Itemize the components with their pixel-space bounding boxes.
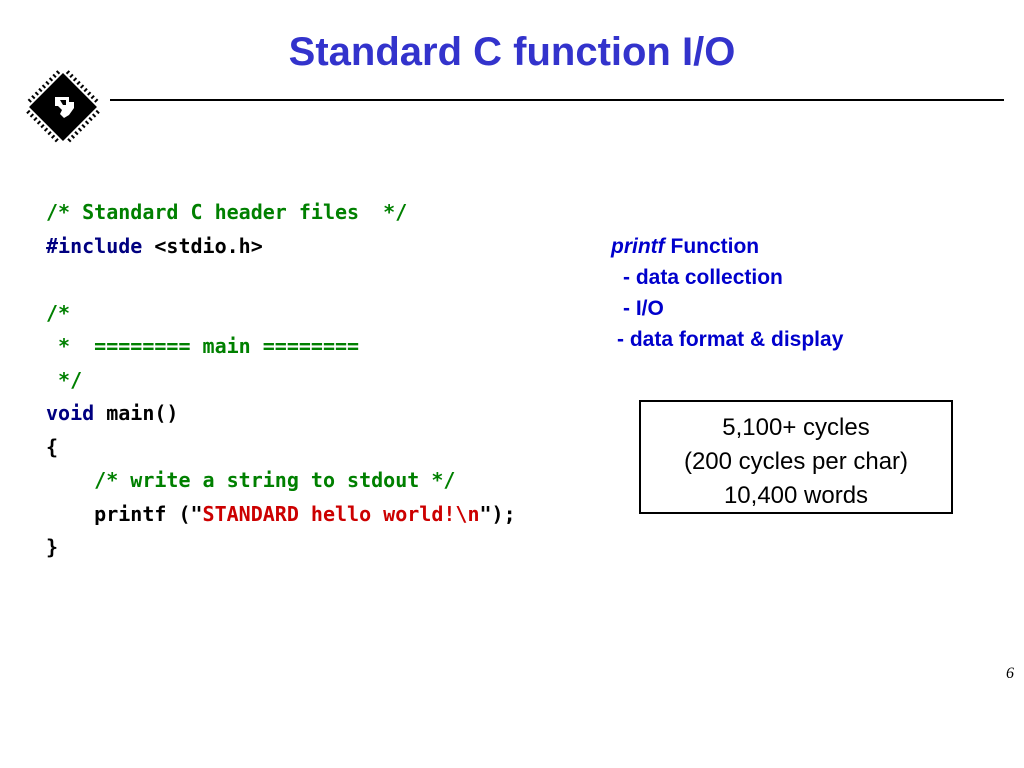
code-line: } bbox=[46, 531, 516, 565]
code-token-comment: * ======== main ======== bbox=[46, 334, 360, 358]
code-token-comment: /* Standard C header files */ bbox=[46, 200, 408, 224]
code-line: #include <stdio.h> bbox=[46, 230, 516, 264]
code-token-plain: "); bbox=[479, 501, 516, 526]
code-token-keyword: #include bbox=[46, 233, 143, 258]
code-line bbox=[46, 263, 516, 297]
ti-chip-logo-icon bbox=[22, 66, 104, 148]
stats-box: 5,100+ cycles (200 cycles per char) 10,4… bbox=[639, 400, 953, 514]
code-token-plain: { bbox=[46, 434, 59, 459]
code-line: /* bbox=[46, 297, 516, 331]
code-line: /* write a string to stdout */ bbox=[46, 464, 516, 498]
bullet-data-format: - data format & display bbox=[617, 328, 844, 351]
bullet-io: - I/O bbox=[623, 297, 664, 320]
code-line: * ======== main ======== bbox=[46, 330, 516, 364]
code-line: */ bbox=[46, 364, 516, 398]
cycles-count: 5,100+ cycles bbox=[722, 414, 870, 441]
word-count: 10,400 words bbox=[723, 482, 869, 509]
page-number: 6 bbox=[1006, 665, 1014, 682]
bullet-data-collection: - data collection bbox=[623, 266, 783, 289]
cycles-per-char: (200 cycles per char) bbox=[683, 448, 909, 475]
code-token-plain: main() bbox=[94, 401, 179, 425]
code-token-plain: printf (" bbox=[46, 501, 203, 526]
code-token-comment: /* bbox=[46, 300, 71, 325]
code-token-string: STANDARD hello world!\n bbox=[202, 501, 480, 526]
code-line: /* Standard C header files */ bbox=[46, 196, 516, 230]
code-token-comment: /* write a string to stdout */ bbox=[46, 468, 456, 492]
printf-description: printf Function - data collection - I/O … bbox=[611, 231, 843, 355]
code-token-plain: <stdio.h> bbox=[142, 233, 263, 258]
code-listing: /* Standard C header files */ #include <s… bbox=[46, 196, 516, 565]
code-token-plain: } bbox=[46, 535, 59, 559]
code-line: { bbox=[46, 431, 516, 465]
printf-heading-rest: Function bbox=[664, 235, 760, 258]
code-line: printf ("STANDARD hello world!\n"); bbox=[46, 498, 516, 532]
code-token-keyword: void bbox=[46, 401, 95, 425]
slide-title: Standard C function I/O bbox=[288, 30, 736, 74]
title-divider bbox=[110, 99, 1004, 101]
printf-heading: printf Function bbox=[611, 231, 843, 262]
printf-keyword: printf bbox=[611, 235, 665, 258]
code-token-comment: */ bbox=[46, 367, 83, 392]
code-line: void main() bbox=[46, 397, 516, 431]
